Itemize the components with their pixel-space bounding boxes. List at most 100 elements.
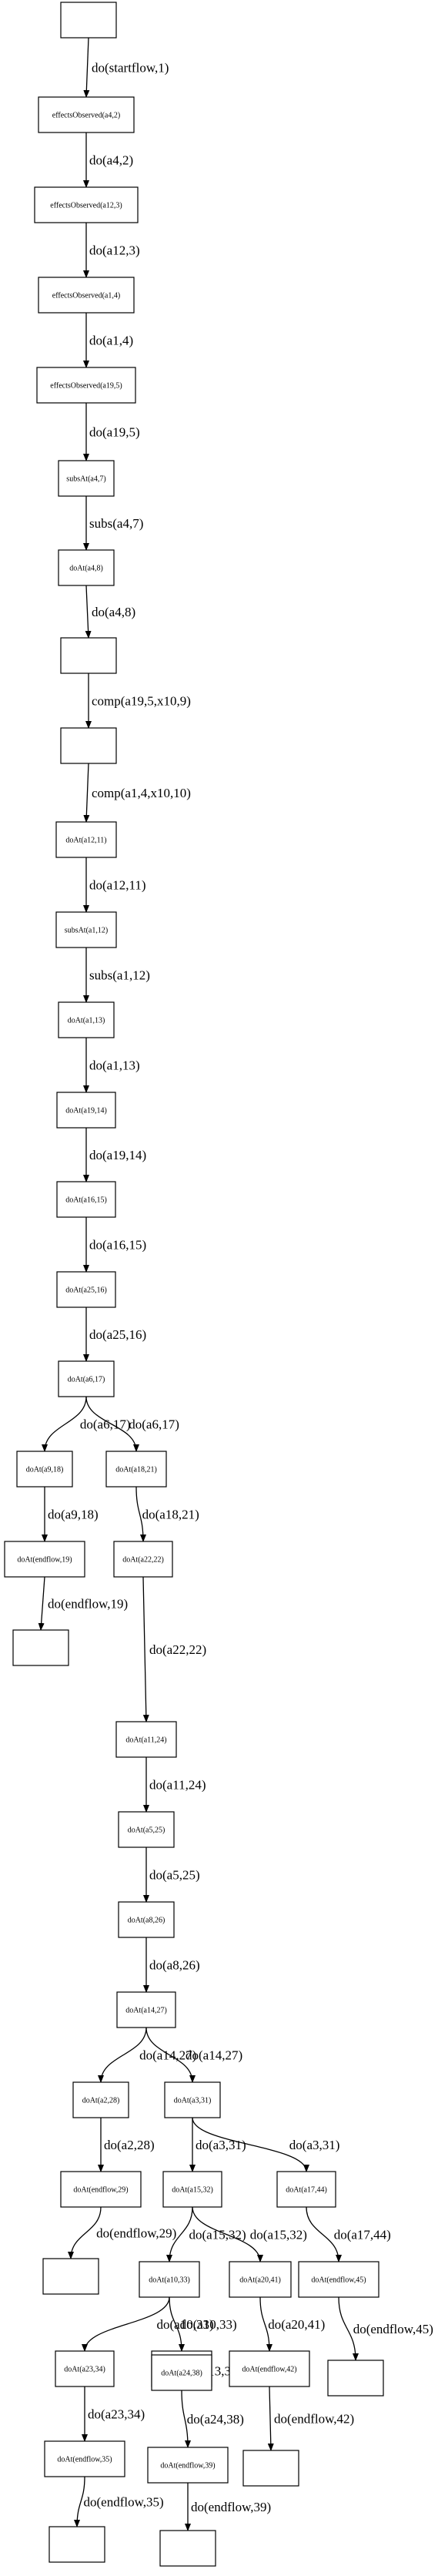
diagram-node: doAt(a11,24) bbox=[115, 1721, 177, 1758]
node-label: doAt(a20,41) bbox=[239, 2276, 281, 2285]
node-label: doAt(a5,25) bbox=[128, 1826, 165, 1835]
node-box bbox=[327, 2360, 384, 2397]
node-label: doAt(a8,26) bbox=[128, 1917, 165, 1925]
diagram-node: effectsObserved(a4,2) bbox=[38, 96, 135, 133]
diagram-node: doAt(a9,18) bbox=[16, 1451, 73, 1488]
edge-label: do(startflow,1) bbox=[92, 61, 169, 75]
node-box bbox=[162, 2171, 222, 2208]
diagram-edge: comp(a1,4,x10,10) bbox=[83, 763, 191, 823]
edge-label: do(a19,5) bbox=[89, 425, 140, 440]
edge-label: do(a20,41) bbox=[268, 2317, 325, 2332]
diagram-node: doAt(a17,44) bbox=[276, 2171, 336, 2208]
node-box bbox=[56, 1092, 116, 1129]
edge-label: do(a14,27) bbox=[186, 2048, 242, 2063]
diagram-edge: subs(a1,12) bbox=[83, 948, 150, 1003]
edge-arrow bbox=[192, 2117, 309, 2172]
edge-label: do(a2,28) bbox=[104, 2138, 155, 2152]
edge-arrow bbox=[98, 2027, 147, 2083]
diagram-edge: do(a5,25) bbox=[143, 1847, 200, 1903]
edge-label: do(a1,4) bbox=[89, 334, 133, 348]
diagram-edge: do(a12,3) bbox=[83, 223, 140, 278]
node-label: doAt(a18,21) bbox=[115, 1466, 157, 1474]
edge-label: do(a16,15) bbox=[89, 1238, 146, 1253]
node-label: doAt(a25,16) bbox=[65, 1286, 107, 1295]
edge-arrow bbox=[181, 2390, 191, 2448]
diagram-node: doAt(endflow,35) bbox=[44, 2440, 125, 2477]
node-label: doAt(a17,44) bbox=[286, 2186, 327, 2195]
edge-label: do(a6,17) bbox=[80, 1417, 131, 1432]
diagram-edge: do(a18,21) bbox=[135, 1486, 199, 1542]
edge-label: do(endflow,29) bbox=[96, 2226, 176, 2241]
diagram-edge: do(a25,16) bbox=[83, 1307, 146, 1362]
node-box bbox=[118, 1901, 175, 1938]
edge-label: do(a22,22) bbox=[149, 1642, 206, 1657]
diagram-node: doAt(a16,15) bbox=[56, 1181, 116, 1218]
node-label: subsAt(a1,12) bbox=[65, 927, 108, 935]
edge-label: do(a15,32) bbox=[189, 2228, 246, 2242]
node-label: doAt(endflow,45) bbox=[311, 2276, 366, 2285]
nodes-layer: effectsObserved(a4,2)effectsObserved(a12… bbox=[4, 2, 384, 2567]
diagram-edge: do(a10,33) bbox=[169, 2296, 237, 2352]
diagram-node: effectsObserved(a19,5) bbox=[36, 367, 136, 404]
diagram-node bbox=[242, 2450, 299, 2487]
edge-label: do(a15,32) bbox=[250, 2228, 307, 2242]
diagram-edge: do(a1,13) bbox=[83, 1038, 140, 1093]
diagram-edge: do(endflow,45) bbox=[338, 2296, 433, 2361]
diagram-edge: do(a15,32) bbox=[166, 2206, 246, 2262]
diagram-node: doAt(a19,14) bbox=[56, 1092, 116, 1129]
node-box bbox=[105, 1451, 167, 1488]
node-box bbox=[242, 2450, 299, 2487]
node-box bbox=[60, 637, 117, 674]
node-box bbox=[276, 2171, 336, 2208]
node-label: doAt(a15,32) bbox=[172, 2186, 213, 2195]
diagram-edge: do(a20,41) bbox=[259, 2296, 325, 2352]
node-box bbox=[42, 2258, 99, 2295]
diagram-node: doAt(a15,32) bbox=[162, 2171, 222, 2208]
diagram-node: doAt(endflow,42) bbox=[229, 2350, 310, 2387]
edge-arrow bbox=[85, 1396, 139, 1452]
diagram-node: doAt(a3,31) bbox=[164, 2081, 221, 2118]
diagram-edge: do(a3,31) bbox=[189, 2118, 246, 2172]
diagram-edge: do(a14,27) bbox=[145, 2027, 242, 2083]
diagram-node: doAt(a1,13) bbox=[58, 1001, 115, 1038]
diagram-node: doAt(a2,28) bbox=[72, 2081, 129, 2118]
node-label: doAt(endflow,35) bbox=[57, 2456, 112, 2464]
diagram-node: doAt(endflow,45) bbox=[298, 2261, 379, 2298]
node-box bbox=[58, 549, 115, 586]
node-label: doAt(a2,28) bbox=[82, 2097, 120, 2105]
diagram-edge: do(a2,28) bbox=[98, 2118, 155, 2172]
node-label: doAt(a3,31) bbox=[174, 2097, 212, 2105]
edge-label: subs(a1,12) bbox=[89, 968, 150, 983]
node-label: doAt(a11,24) bbox=[125, 1736, 166, 1745]
node-box bbox=[58, 460, 115, 497]
node-box bbox=[34, 186, 139, 223]
diagram-edge: do(a8,26) bbox=[143, 1937, 200, 1993]
diagram-edge: do(endflow,19) bbox=[38, 1576, 128, 1631]
edge-label: do(a11,24) bbox=[149, 1778, 206, 1793]
diagram-edge: do(a15,32) bbox=[192, 2206, 307, 2262]
diagram-edge: do(a4,8) bbox=[85, 585, 135, 639]
edge-label: do(a10,33) bbox=[157, 2317, 214, 2332]
diagram-edge: do(endflow,42) bbox=[267, 2386, 354, 2451]
node-label: effectsObserved(a1,4) bbox=[52, 292, 120, 300]
node-box bbox=[298, 2261, 379, 2298]
node-box bbox=[4, 1541, 85, 1578]
edge-label: do(a24,38) bbox=[187, 2412, 244, 2427]
diagram-edge: do(a22,22) bbox=[142, 1576, 206, 1722]
diagram-edge: do(a23,34) bbox=[82, 2386, 145, 2442]
node-label: doAt(a9,18) bbox=[26, 1466, 64, 1474]
node-box bbox=[38, 277, 135, 314]
edges-layer: do(startflow,1)do(a4,2)do(a12,3)do(a1,4)… bbox=[38, 37, 433, 2531]
diagram-edge: do(a12,11) bbox=[83, 857, 146, 913]
edge-label: do(a3,31) bbox=[289, 2138, 340, 2152]
edge-label: do(a3,31) bbox=[196, 2138, 246, 2152]
node-box bbox=[159, 2530, 216, 2567]
edge-label: do(a8,26) bbox=[149, 1958, 200, 1973]
diagram-edge: do(a11,24) bbox=[143, 1757, 206, 1813]
node-label: doAt(a16,15) bbox=[65, 1196, 107, 1205]
diagram-edge: subs(a4,7) bbox=[83, 496, 143, 551]
edge-arrow bbox=[83, 37, 90, 98]
node-box bbox=[36, 367, 136, 404]
edge-label: do(endflow,19) bbox=[48, 1597, 128, 1612]
edge-arrow bbox=[85, 585, 92, 639]
